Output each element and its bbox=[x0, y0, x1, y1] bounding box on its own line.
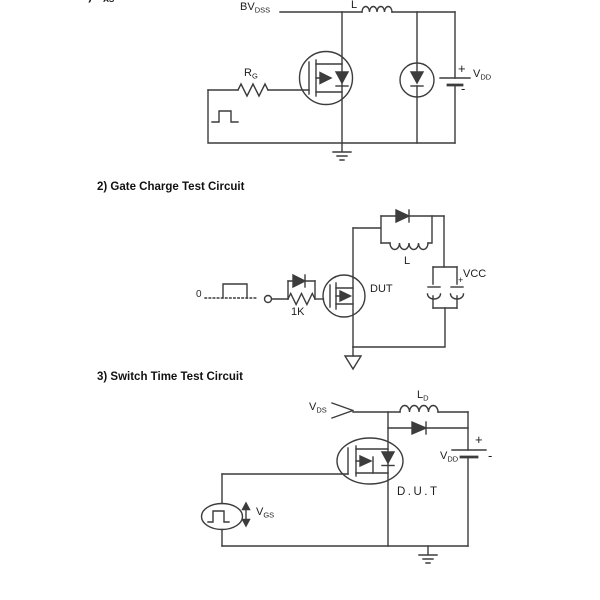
c2-vcc-label: VCC bbox=[463, 268, 487, 280]
c1-ground-symbol bbox=[332, 142, 352, 161]
c1-freewheel-diode-symbol bbox=[399, 62, 435, 98]
c2-mosfet-symbol bbox=[322, 274, 366, 318]
c3-mosfet-symbol bbox=[336, 437, 404, 485]
c1-pulse-waveform-symbol bbox=[211, 110, 239, 123]
section-title-1: 1) EAS Test Circuit bbox=[82, 0, 180, 5]
c3-ld-label: LD bbox=[417, 389, 429, 403]
c3-pulse-generator-symbol bbox=[200, 502, 244, 531]
c2-gate-diode-symbol bbox=[292, 273, 307, 289]
c2-plus-label: + bbox=[458, 275, 464, 285]
c1-bvdss-label: BVDSS bbox=[240, 1, 271, 15]
c1-wires bbox=[207, 11, 456, 144]
c2-resistor-symbol bbox=[287, 291, 316, 307]
c3-vds-label: VDS bbox=[309, 401, 327, 415]
c3-battery-symbol bbox=[451, 449, 487, 459]
c2-input-waveform-symbol bbox=[204, 283, 273, 304]
c1-minus-label: - bbox=[461, 81, 466, 96]
c3-wires bbox=[221, 411, 469, 547]
c3-vgs-label: VGS bbox=[256, 506, 275, 520]
c3-minus-label: - bbox=[488, 448, 493, 463]
c1-inductor-label: L bbox=[351, 0, 358, 11]
c1-resistor-symbol bbox=[237, 82, 269, 98]
c3-updown-arrow-icon bbox=[241, 501, 251, 528]
section-title-2: 2) Gate Charge Test Circuit bbox=[97, 181, 245, 193]
c1-mosfet-symbol bbox=[298, 50, 354, 106]
section-title-3: 3) Switch Time Test Circuit bbox=[97, 371, 243, 383]
c3-diode-symbol bbox=[411, 420, 428, 436]
c3-vdd-label: VDD bbox=[440, 450, 459, 464]
c1-rg-label: RG bbox=[244, 67, 258, 81]
c2-vcc-capacitor-bank-symbol bbox=[426, 266, 465, 309]
c3-plus-label: + bbox=[475, 432, 483, 447]
c1-battery-symbol bbox=[439, 77, 471, 87]
c3-probe-symbol bbox=[331, 402, 354, 419]
c2-inductor-label: L bbox=[404, 255, 411, 267]
c2-inductor-symbol bbox=[389, 242, 429, 251]
c2-dut-label: DUT bbox=[370, 283, 393, 295]
c3-ground-symbol bbox=[418, 545, 438, 564]
c2-resistor-label: 1K bbox=[291, 306, 305, 318]
c1-plus-label: + bbox=[458, 61, 466, 76]
c1-vdd-label: VDD bbox=[473, 68, 492, 82]
c2-clamp-diode-symbol bbox=[395, 208, 411, 224]
c3-dut-label: D.U.T bbox=[397, 486, 440, 498]
c2-ground-symbol bbox=[343, 346, 363, 371]
c3-inductor-symbol bbox=[399, 404, 439, 413]
c1-inductor-symbol bbox=[361, 5, 393, 13]
c2-zero-label: 0 bbox=[196, 289, 202, 300]
